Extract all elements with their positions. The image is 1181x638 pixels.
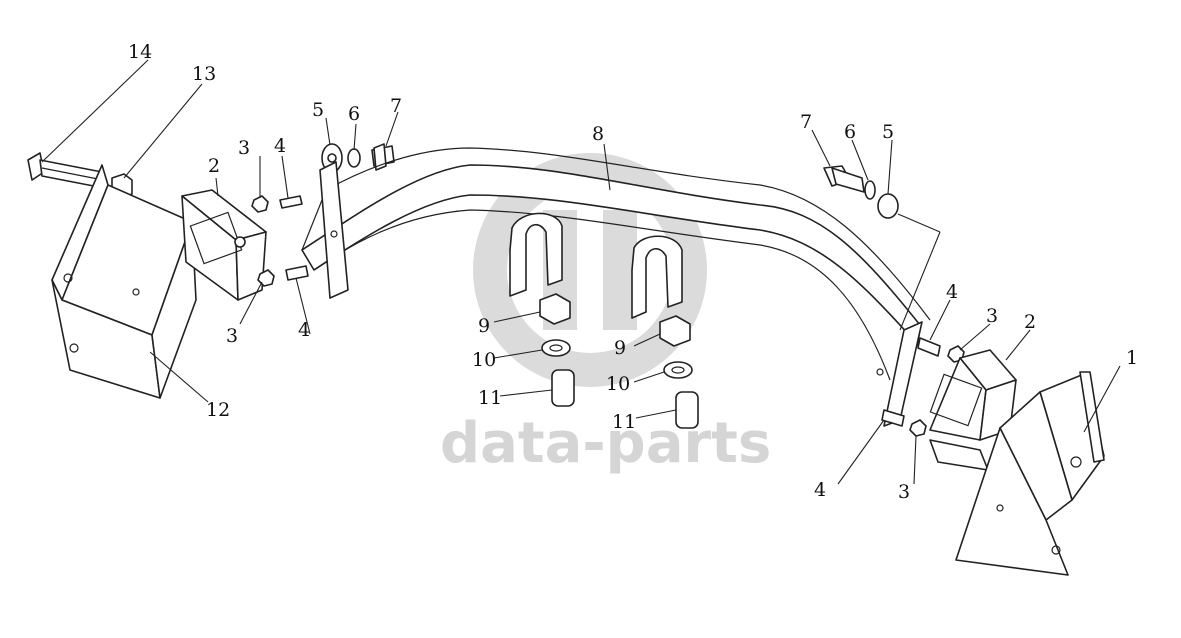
callout-11-left: 11 [478, 387, 502, 409]
left-nut-stack [539, 293, 575, 407]
callout-8: 8 [592, 123, 604, 145]
callout-11-right: 11 [612, 411, 636, 433]
callout-7-right: 7 [800, 111, 812, 133]
callout-4-right-top: 4 [946, 281, 958, 303]
right-washer-bolt-set [823, 165, 899, 219]
watermark-text: data-parts [440, 411, 771, 476]
beam-clamp-left [509, 212, 563, 297]
leader-lines [41, 59, 1121, 485]
callout-4-right-bottom: 4 [814, 479, 826, 501]
callout-5-right: 5 [882, 121, 894, 143]
callout-13: 13 [192, 63, 216, 85]
part-2-right-mount [929, 349, 1017, 471]
callout-9-right: 9 [614, 337, 626, 359]
callout-2-left: 2 [208, 155, 220, 177]
part-12-left-bracket [51, 164, 197, 399]
callout-6-right: 6 [844, 121, 856, 143]
beam-clamp-right [631, 235, 683, 319]
callout-3-left-top: 3 [238, 137, 250, 159]
right-nut-stack [659, 315, 699, 429]
callout-3-right-top: 3 [986, 305, 998, 327]
callout-10-left: 10 [472, 349, 496, 371]
callout-3-right-bottom: 3 [898, 481, 910, 503]
callout-labels: 14 13 12 2 3 4 3 4 5 6 7 8 9 10 11 9 10 … [128, 41, 1138, 503]
callout-10-right: 10 [606, 373, 630, 395]
callout-9-left: 9 [478, 315, 490, 337]
callout-3-left-bottom: 3 [226, 325, 238, 347]
callout-12: 12 [206, 399, 230, 421]
callout-4-left-top: 4 [274, 135, 286, 157]
callout-5-left: 5 [312, 99, 324, 121]
callout-2-right: 2 [1024, 311, 1036, 333]
part-8-crossbeam [301, 147, 931, 427]
callout-4-left-bottom: 4 [298, 319, 310, 341]
callout-14: 14 [128, 41, 152, 63]
left-fasteners [251, 195, 309, 287]
part-1-right-bracket [955, 371, 1105, 576]
part-14-pin [27, 152, 105, 189]
callout-7-left: 7 [390, 95, 402, 117]
part-2-left-mount [181, 189, 267, 301]
callout-1: 1 [1126, 347, 1138, 369]
callout-6-left: 6 [348, 103, 360, 125]
